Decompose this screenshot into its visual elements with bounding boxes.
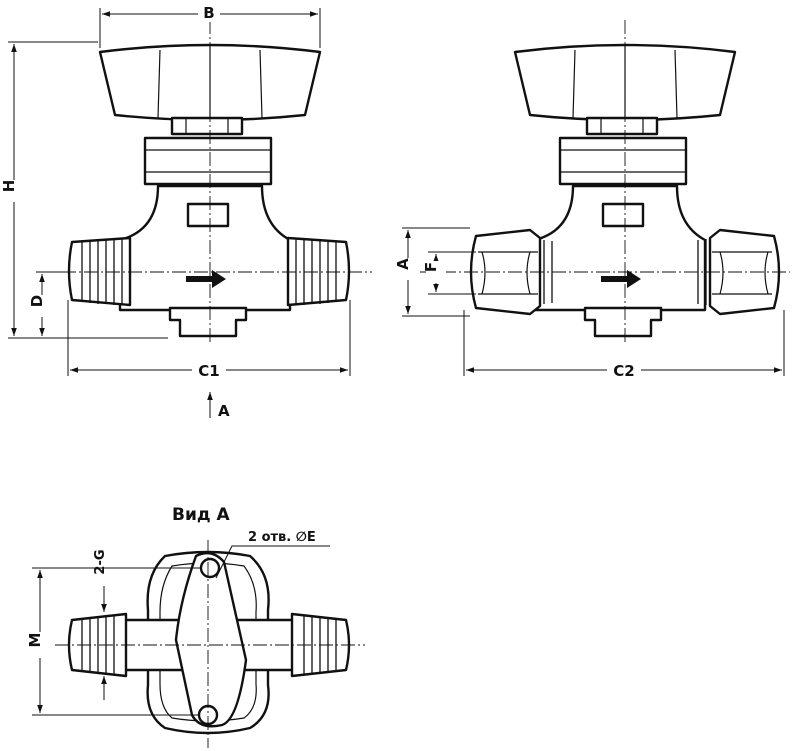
- dim-H-label: H: [0, 180, 18, 193]
- hole-note: 2 отв. ∅E: [248, 530, 316, 545]
- dim-C2-label: C2: [613, 362, 634, 380]
- dim-F-label: F: [422, 262, 440, 272]
- left-flow-arrow: [186, 270, 226, 288]
- right-flow-arrow: [601, 270, 641, 288]
- bottom-view-A: Вид А 2 отв. ∅E 2-G M: [26, 505, 365, 748]
- dim-G-label: 2-G: [93, 549, 108, 574]
- mounting-hole-top: [199, 557, 221, 579]
- dim-D-label: D: [28, 295, 46, 307]
- right-body: [533, 184, 707, 312]
- valve-handle-bar: [174, 551, 248, 728]
- left-bonnet: [143, 136, 273, 186]
- dim-C1-label: C1: [198, 362, 219, 380]
- dim-M-label: M: [26, 633, 44, 648]
- dim-B-label: B: [203, 4, 214, 22]
- left-valve-view: B H D C1 A: [0, 2, 372, 420]
- view-A-title: Вид А: [172, 505, 231, 525]
- view-arrow-A-label: A: [218, 402, 230, 420]
- right-valve-view: A F C2: [394, 20, 790, 380]
- dim-A-label: A: [394, 258, 412, 270]
- left-body: [118, 184, 292, 312]
- right-bonnet: [558, 136, 688, 186]
